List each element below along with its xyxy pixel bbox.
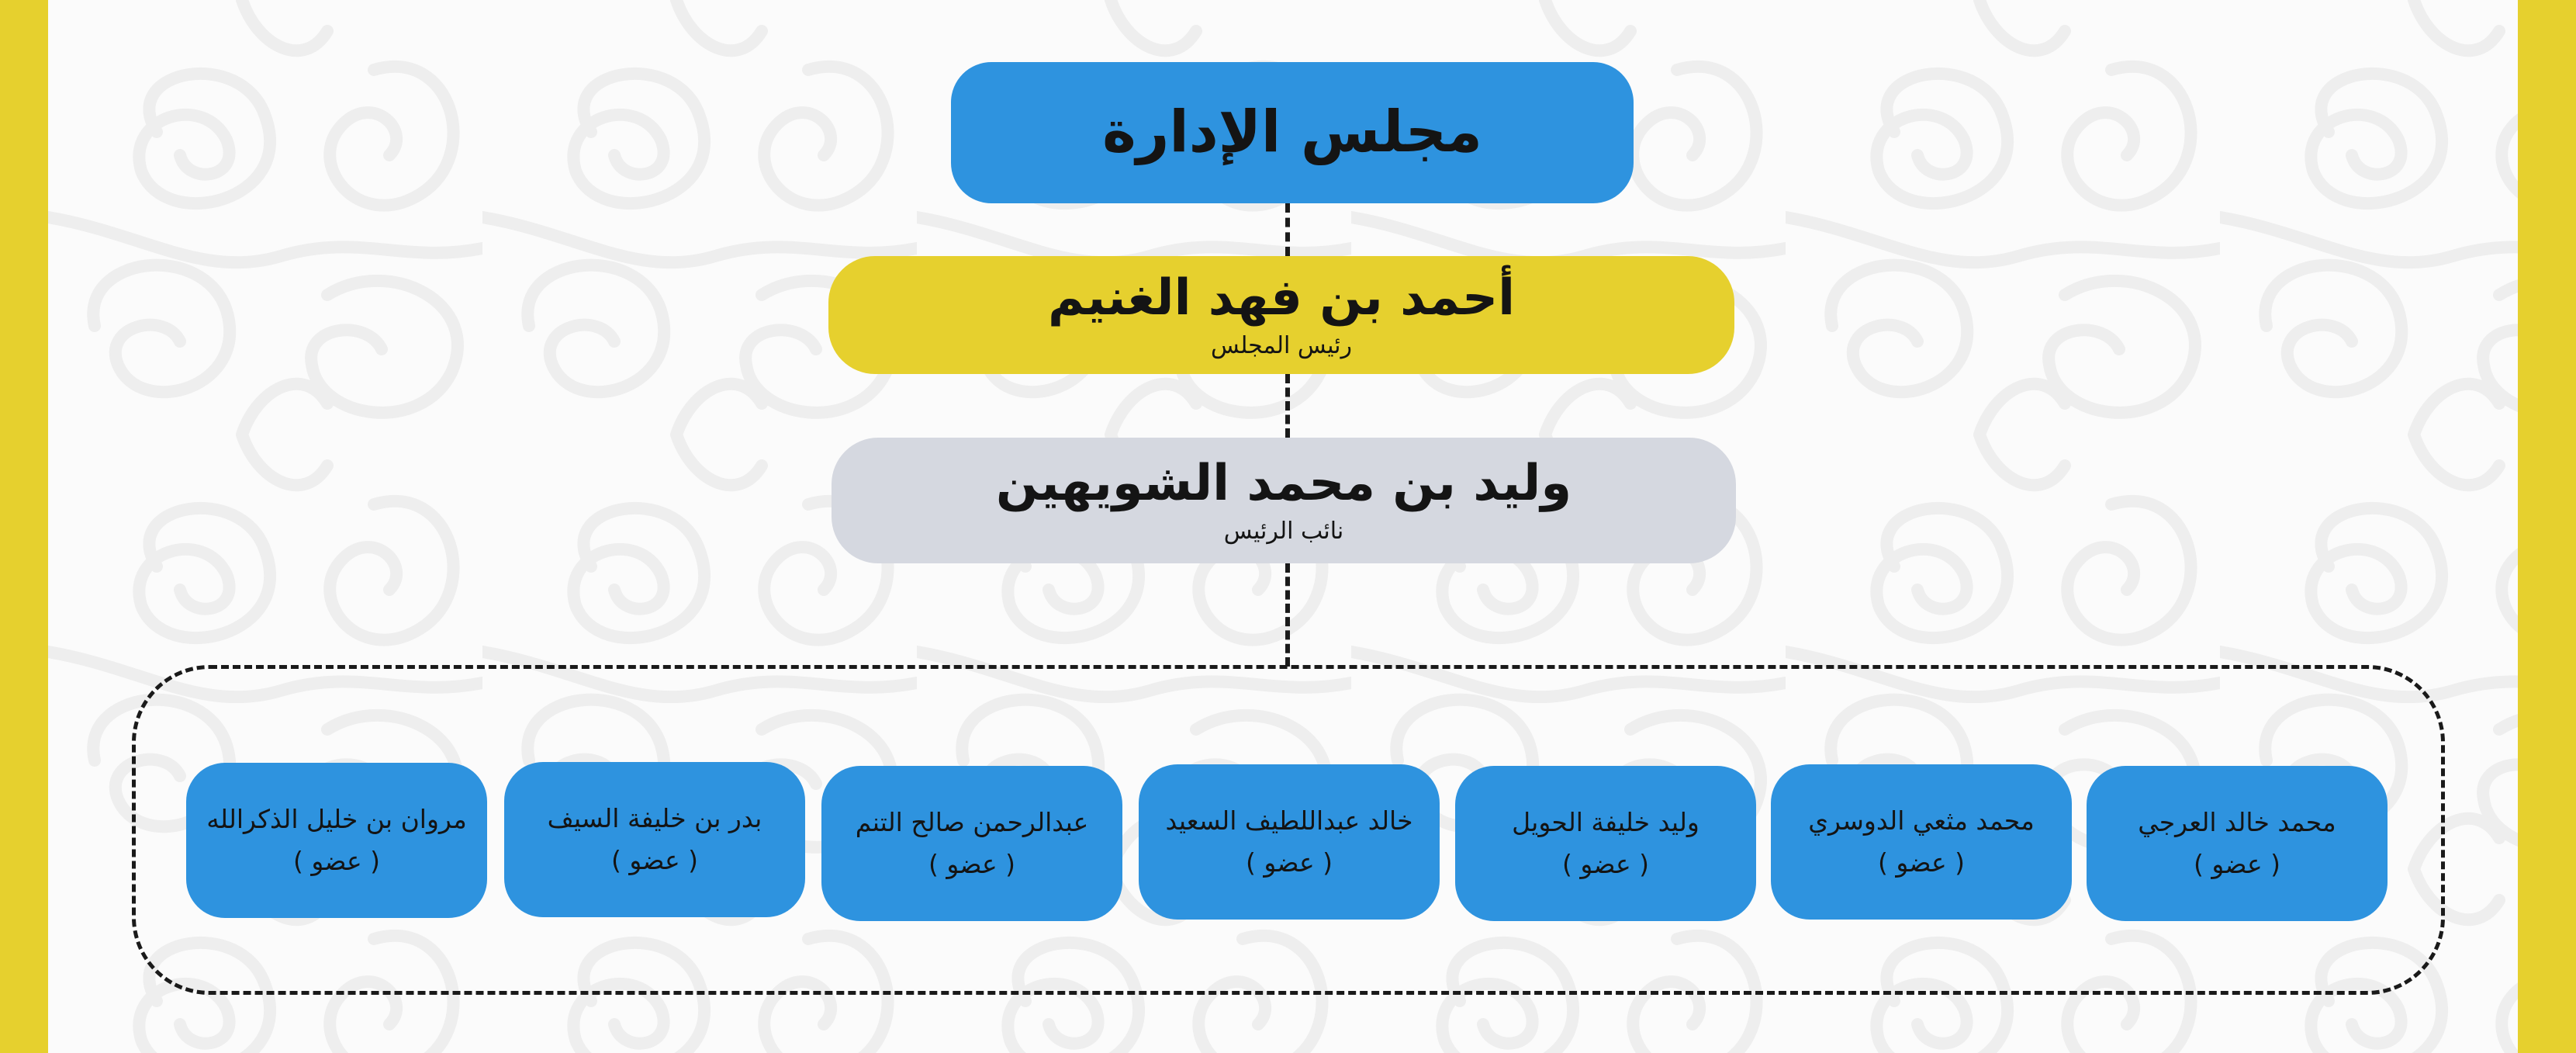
- member-name: محمد خالد العرجي: [2138, 807, 2336, 838]
- board-title-node: مجلس الإدارة: [951, 62, 1634, 203]
- member-node: وليد خليفة الحويل ( عضو ): [1455, 766, 1756, 921]
- member-role: ( عضو ): [292, 846, 381, 876]
- member-name: بدر بن خليفة السيف: [547, 803, 762, 834]
- member-role: ( عضو ): [610, 845, 699, 875]
- connector-chairman-vice: [1285, 374, 1290, 438]
- member-role: ( عضو ): [1877, 847, 1966, 878]
- connector-vice-members: [1285, 563, 1290, 667]
- member-name: وليد خليفة الحويل: [1512, 807, 1699, 838]
- chairman-role: رئيس المجلس: [1210, 331, 1353, 359]
- member-role: ( عضو ): [1561, 849, 1650, 879]
- member-name: محمد مثعي الدوسري: [1808, 805, 2035, 837]
- member-role: ( عضو ): [928, 849, 1016, 879]
- member-node: محمد مثعي الدوسري ( عضو ): [1771, 764, 2072, 920]
- member-role: ( عضو ): [1245, 847, 1333, 878]
- member-node: بدر بن خليفة السيف ( عضو ): [504, 762, 805, 917]
- chairman-node: أحمد بن فهد الغنيم رئيس المجلس: [828, 256, 1734, 374]
- member-name: خالد عبداللطيف السعيد: [1165, 805, 1413, 837]
- vice-chairman-name: وليد بن محمد الشويهين: [995, 455, 1572, 513]
- member-node: عبدالرحمن صالح التنم ( عضو ): [821, 766, 1122, 921]
- board-title: مجلس الإدارة: [1102, 99, 1482, 166]
- chart-panel: مجلس الإدارة أحمد بن فهد الغنيم رئيس الم…: [48, 0, 2518, 1053]
- connector-title-chairman: [1285, 203, 1290, 256]
- chairman-name: أحمد بن فهد الغنيم: [1047, 269, 1516, 327]
- member-node: مروان بن خليل الذكرالله ( عضو ): [186, 763, 487, 918]
- member-name: عبدالرحمن صالح التنم: [855, 807, 1089, 838]
- member-node: خالد عبداللطيف السعيد ( عضو ): [1139, 764, 1440, 920]
- member-node: محمد خالد العرجي ( عضو ): [2087, 766, 2388, 921]
- member-name: مروان بن خليل الذكرالله: [206, 804, 467, 835]
- member-role: ( عضو ): [2193, 849, 2281, 879]
- vice-chairman-node: وليد بن محمد الشويهين نائب الرئيس: [832, 438, 1736, 563]
- members-group-frame: [132, 665, 2445, 995]
- vice-chairman-role: نائب الرئيس: [1223, 517, 1344, 545]
